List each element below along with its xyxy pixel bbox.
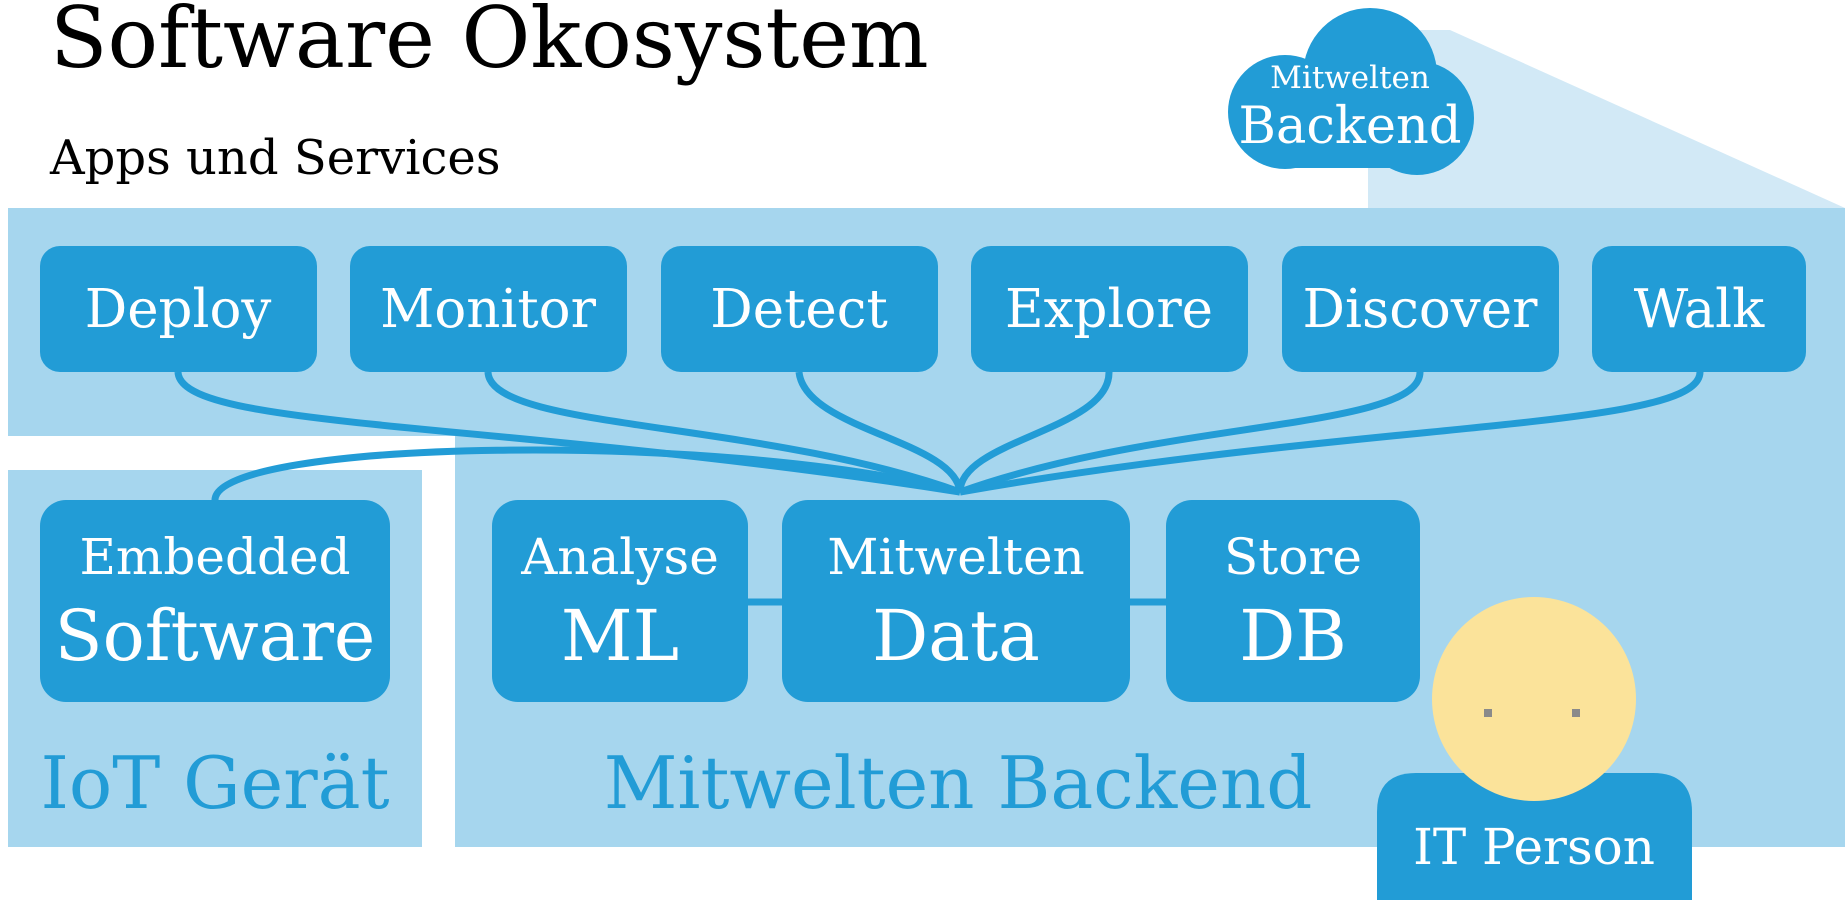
ml-big-label: ML (561, 595, 679, 677)
db-big-label: DB (1239, 595, 1347, 677)
cloud-big-label: Backend (1238, 97, 1461, 156)
app-discover-label: Discover (1303, 279, 1539, 340)
cloud-icon: Mitwelten Backend (1228, 8, 1474, 175)
backend-analyse-ml[interactable]: Analyse ML (492, 500, 748, 702)
page-subtitle: Apps und Services (49, 130, 500, 186)
app-explore-label: Explore (1005, 279, 1213, 340)
connector-embedded (211, 446, 961, 501)
app-explore[interactable]: Explore (971, 246, 1248, 372)
app-detect[interactable]: Detect (661, 246, 938, 372)
backend-region-label: Mitwelten Backend (604, 741, 1313, 825)
app-walk-box[interactable] (1592, 246, 1806, 372)
embedded-software-box[interactable] (40, 500, 390, 702)
app-deploy[interactable]: Deploy (40, 246, 317, 372)
backend-store-db[interactable]: Store DB (1166, 500, 1420, 702)
connector-explore (956, 371, 1113, 493)
mitwelten-small-label: Mitwelten (827, 528, 1085, 586)
embedded-software[interactable]: Embedded Software (40, 500, 390, 702)
connector-detect (795, 371, 964, 493)
person-body (1377, 773, 1692, 900)
app-monitor-label: Monitor (380, 279, 596, 340)
cloud-beam (1368, 30, 1845, 208)
embedded-big-label: Software (55, 595, 376, 677)
app-monitor[interactable]: Monitor (350, 246, 627, 372)
mitwelten-data-box[interactable] (782, 500, 1130, 702)
app-connectors (174, 371, 1704, 606)
page-title: Software Okosystem (50, 0, 929, 87)
analyse-ml-box[interactable] (492, 500, 748, 702)
cloud-base (1245, 100, 1460, 168)
connector-monitor (484, 371, 962, 496)
backend-mitwelten-data[interactable]: Mitwelten Data (782, 500, 1130, 702)
person-right-eye (1572, 709, 1580, 717)
connector-walk (959, 371, 1704, 496)
person-head (1432, 597, 1636, 801)
it-person: IT Person (1377, 597, 1692, 900)
app-walk[interactable]: Walk (1592, 246, 1806, 372)
connector-discover (958, 371, 1424, 496)
person-left-eye (1484, 709, 1492, 717)
app-explore-box[interactable] (971, 246, 1248, 372)
person-label: IT Person (1413, 818, 1655, 876)
analyse-small-label: Analyse (520, 528, 719, 586)
app-discover[interactable]: Discover (1282, 246, 1559, 372)
iot-region-label: IoT Gerät (40, 741, 389, 825)
app-deploy-box[interactable] (40, 246, 317, 372)
app-discover-box[interactable] (1282, 246, 1559, 372)
app-detect-label: Detect (710, 279, 888, 340)
store-small-label: Store (1224, 528, 1362, 586)
app-detect-box[interactable] (661, 246, 938, 372)
app-deploy-label: Deploy (85, 279, 272, 340)
app-walk-label: Walk (1634, 279, 1765, 340)
app-monitor-box[interactable] (350, 246, 627, 372)
connector-deploy (174, 371, 961, 496)
cloud-small-label: Mitwelten (1270, 60, 1430, 96)
embedded-small-label: Embedded (79, 528, 350, 586)
data-big-label: Data (872, 595, 1040, 677)
store-db-box[interactable] (1166, 500, 1420, 702)
